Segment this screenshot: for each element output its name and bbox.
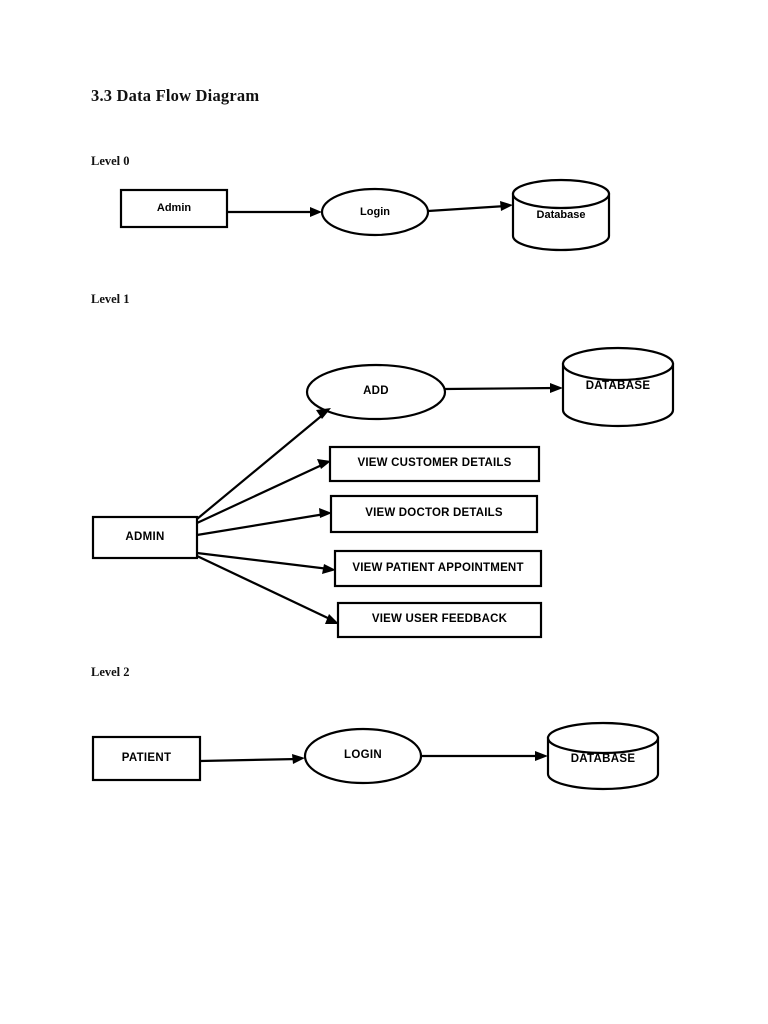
level2-arrow-patient-to-login (199, 757, 299, 763)
level0-database-label: Database (536, 208, 586, 221)
level-2-label: Level 2 (91, 665, 130, 679)
level1-admin-entity-label: ADMIN (125, 530, 165, 543)
level0-login-process-label: Login (360, 205, 390, 218)
level1-arrow-admin-to-customer-details (196, 463, 325, 524)
level0-arrowhead-database (500, 201, 513, 211)
level1-arrowhead-user-feedback (325, 614, 339, 624)
level1-arrow-add-to-database (444, 386, 557, 391)
level1-arrowhead-customer-details (317, 459, 331, 469)
level-1-label: Level 1 (91, 292, 130, 306)
level2-arrowhead-database (535, 751, 548, 761)
level2-patient-entity-label: PATIENT (121, 751, 172, 764)
level1-arrowhead-database (550, 383, 563, 393)
level1-arrow-admin-to-user-feedback (196, 555, 333, 621)
level1-arrow-admin-to-doctor-details (196, 512, 326, 537)
level0-arrowhead-login (310, 207, 322, 217)
level1-arrow-admin-to-patient-appointment (196, 551, 330, 571)
level1-output-label-view-user-feedback: VIEW USER FEEDBACK (371, 613, 508, 626)
level1-output-label-view-doctor-details: VIEW DOCTOR DETAILS (365, 507, 503, 520)
level1-arrowhead-patient-appointment (322, 564, 336, 574)
level2-database-label: DATABASE (570, 753, 636, 766)
level2-arrowhead-login (292, 754, 305, 764)
level-0-label: Level 0 (91, 154, 130, 168)
level1-database-label: DATABASE (585, 380, 651, 393)
level0-admin-entity-label: Admin (156, 202, 192, 214)
level1-arrow-admin-to-add (196, 412, 326, 520)
level1-output-label-view-patient-appointment: VIEW PATIENT APPOINTMENT (352, 561, 524, 574)
level2-login-process-label: LOGIN (344, 749, 382, 762)
page-title: 3.3 Data Flow Diagram (91, 86, 260, 105)
level0-arrow-login-to-database (427, 204, 507, 213)
level1-output-label-view-customer-details: VIEW CUSTOMER DETAILS (357, 457, 512, 470)
level1-add-process-label: ADD (363, 385, 389, 398)
